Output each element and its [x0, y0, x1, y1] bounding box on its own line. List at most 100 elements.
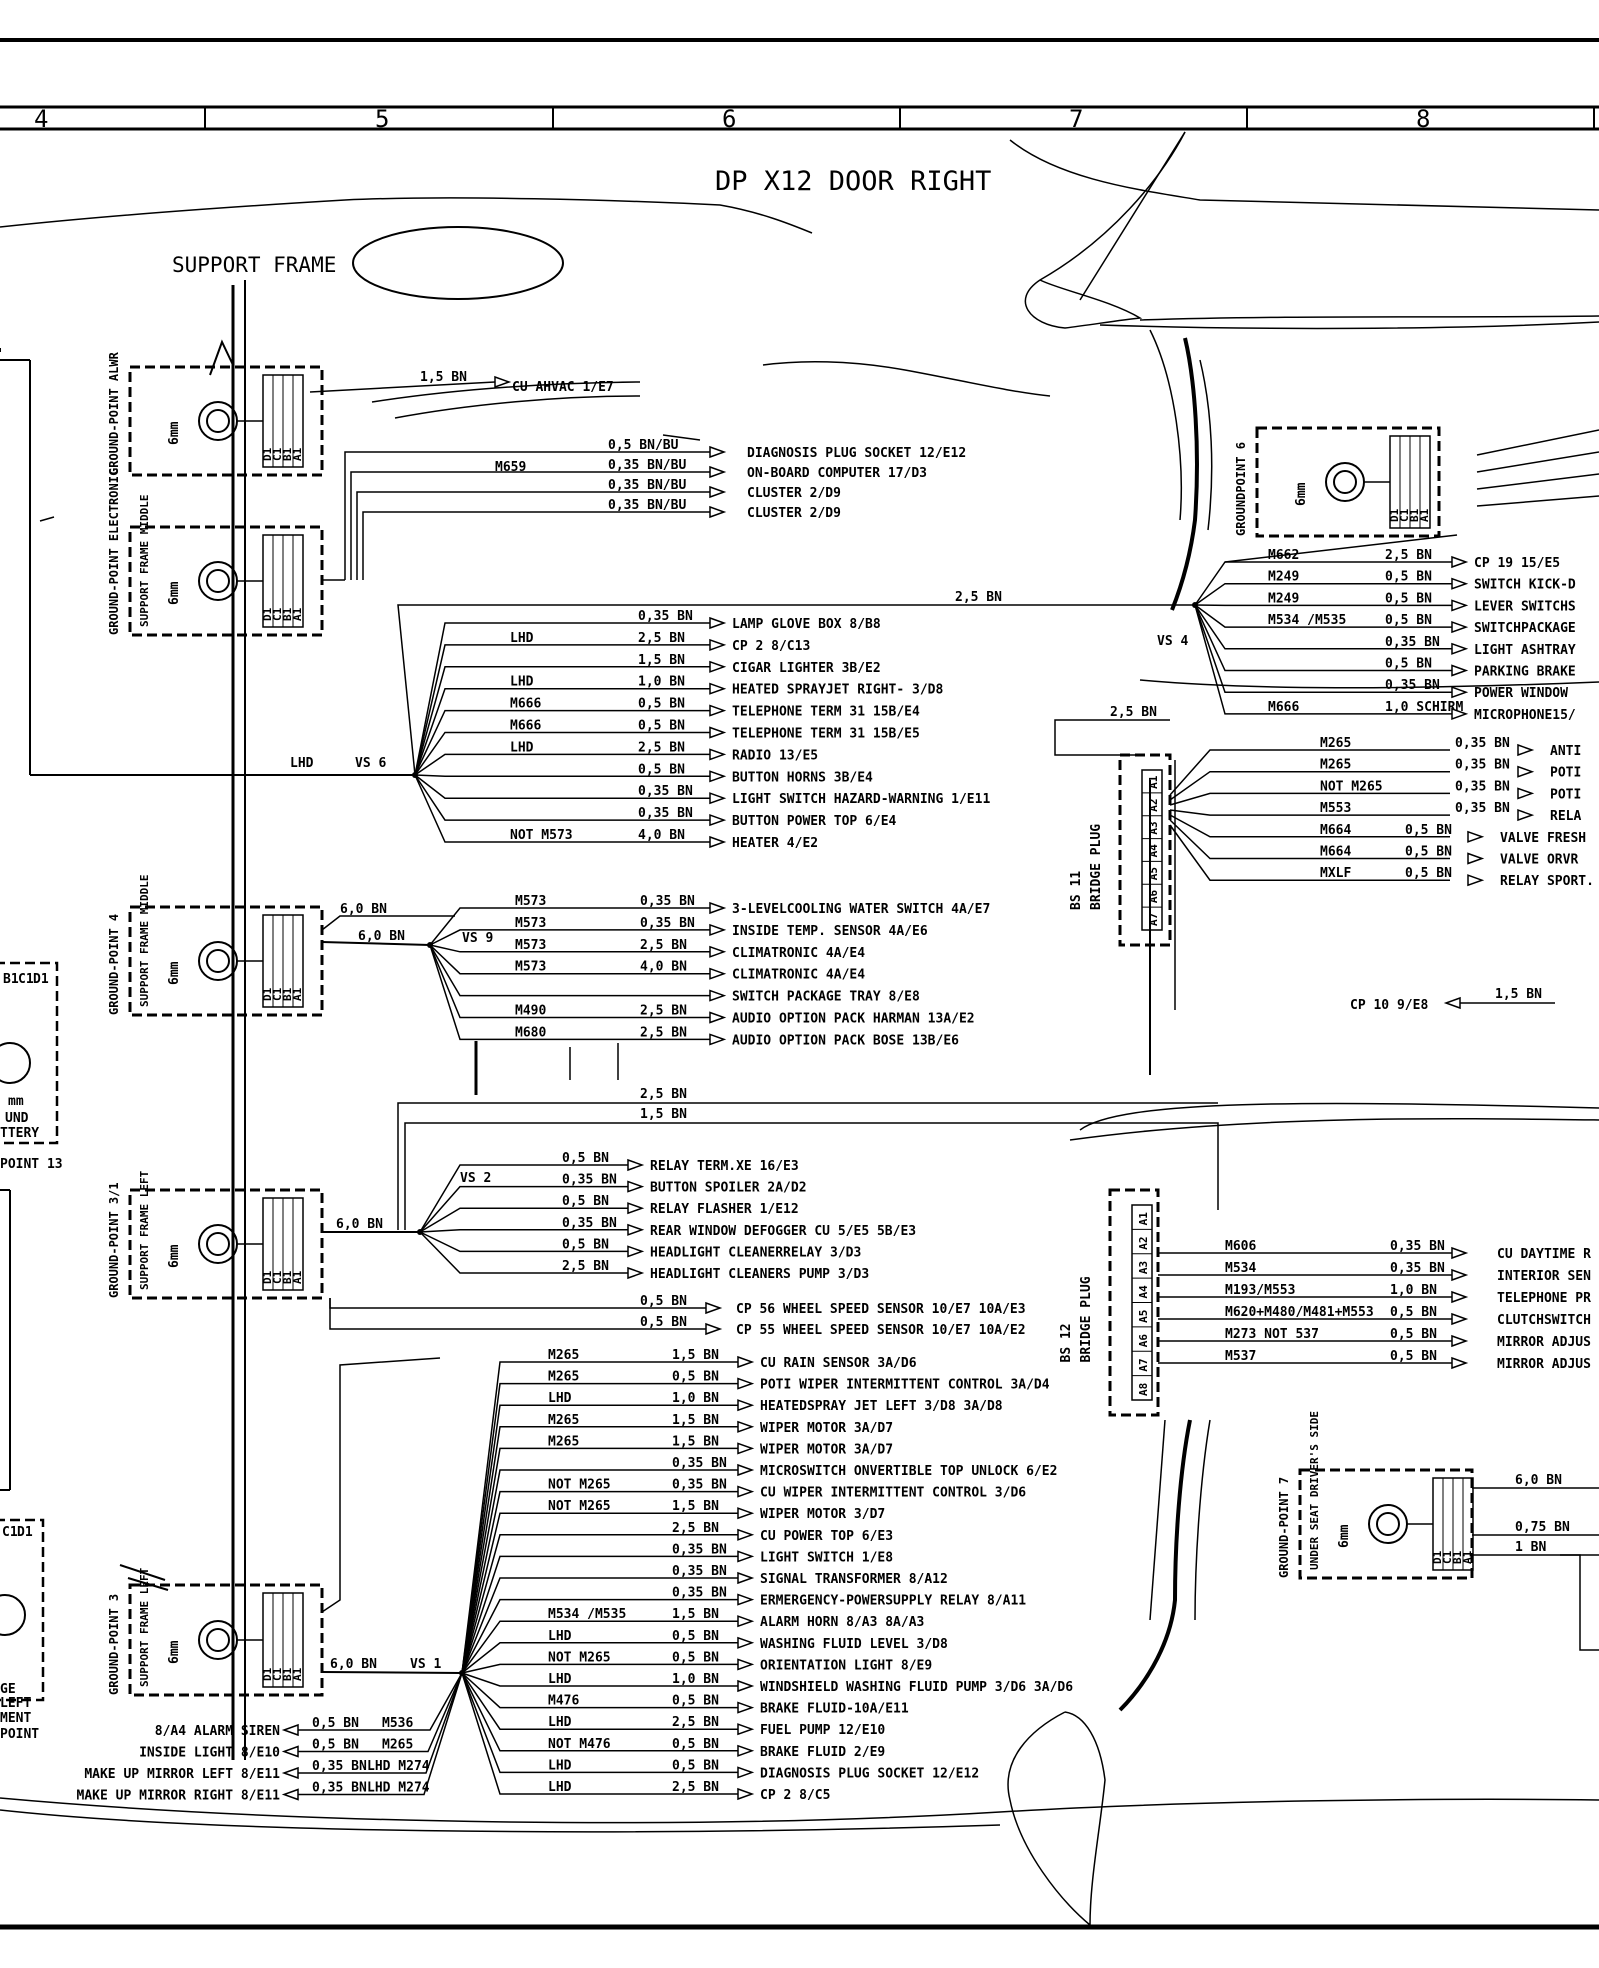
- pin-label: B1: [281, 607, 294, 621]
- wire: [1054, 719, 1170, 756]
- wire-spec: 0,5 BN: [672, 1737, 719, 1752]
- wire: [362, 511, 710, 580]
- connector-arrow: [1451, 1268, 1469, 1282]
- connector-arrow: [737, 1355, 755, 1369]
- connector-arrow: [1451, 621, 1469, 634]
- pin-label: B1: [1408, 508, 1421, 522]
- wire: [1169, 770, 1450, 801]
- pin-label: B1: [281, 987, 294, 1001]
- connector-arrow: [281, 1723, 299, 1737]
- wire-spec: 2,5 BN: [640, 1025, 687, 1040]
- wire-spec: 0,5 BN/BU: [608, 438, 679, 453]
- ruler-number: 7: [1069, 105, 1083, 133]
- cropped-label: TTERY: [0, 1126, 39, 1141]
- pin-label: D1: [261, 447, 274, 461]
- bridge-plug-box: [1108, 1188, 1160, 1417]
- wire-condition: M265: [548, 1413, 579, 1428]
- connector-target: HEATEDSPRAY JET LEFT 3/D8 3A/D8: [760, 1399, 1003, 1414]
- ground-point-box: [128, 525, 324, 637]
- wire-condition: LHD: [548, 1672, 572, 1687]
- wire-spec: 2,5 BN: [638, 740, 685, 755]
- wire: [1169, 749, 1450, 796]
- wire: [344, 451, 710, 580]
- ground-point-label: GROUND-POINT 3/1: [107, 1182, 121, 1298]
- connector-arrow: [1451, 1246, 1469, 1260]
- connector-arrow: [1517, 809, 1535, 822]
- pin-label: C1: [1398, 508, 1411, 522]
- wire-condition: NOT M476: [548, 1737, 611, 1752]
- connector-arrow: [1451, 599, 1469, 612]
- wire: [429, 944, 710, 1019]
- connector-arrow: [1467, 830, 1485, 843]
- connector-target: BUTTON HORNS 3B/E4: [732, 770, 873, 785]
- splice-node: [1192, 602, 1198, 608]
- wire-condition: M666: [1268, 700, 1299, 715]
- ruler-number: 8: [1416, 105, 1430, 133]
- wire-condition: M265: [548, 1434, 579, 1449]
- wire: [414, 774, 710, 799]
- wire-spec: 0,5 BN: [672, 1650, 719, 1665]
- wire-spec: 2,5 BN: [672, 1715, 719, 1730]
- wire-spec: 0,5 BN: [1390, 1305, 1437, 1320]
- wire-spec: 0,35 BN: [672, 1564, 727, 1579]
- connector-arrow: [709, 989, 727, 1002]
- wire: [329, 1298, 706, 1330]
- wire-condition: M249: [1268, 591, 1299, 606]
- cropped-label: POINT: [0, 1727, 39, 1742]
- pin-label: D1: [1431, 1550, 1444, 1564]
- wire: [1194, 582, 1452, 606]
- plug-pin-label: A4: [1137, 1285, 1150, 1299]
- wire-condition: M265: [382, 1738, 413, 1753]
- wire: [1194, 604, 1452, 672]
- bolt-size-label: 6mm: [167, 1244, 182, 1268]
- ground-location-label: UNDER SEAT DRIVER'S SIDE: [1308, 1411, 1321, 1570]
- connector-target: CP 55 WHEEL SPEED SENSOR 10/E7 10A/E2: [736, 1323, 1026, 1338]
- wire: [461, 1672, 738, 1730]
- wire-spec: 0,35 BN: [562, 1216, 617, 1231]
- wire: [414, 687, 710, 776]
- plug-pin-label: A7: [1137, 1358, 1150, 1371]
- wire-spec: 0,5 BN: [1385, 591, 1432, 606]
- connector-target: TELEPHONE PR: [1497, 1291, 1591, 1306]
- connector-target: CIGAR LIGHTER 3B/E2: [732, 661, 881, 676]
- wire-spec: 0,5 BN: [562, 1194, 609, 1209]
- pin-label: A1: [291, 1667, 304, 1681]
- connector-arrow: [709, 660, 727, 673]
- wire-spec: 1,5 BN: [672, 1607, 719, 1622]
- connector-target: RELAY TERM.XE 16/E3: [650, 1159, 799, 1174]
- connector-arrow: [737, 1550, 755, 1563]
- connector-target: RELA: [1550, 809, 1581, 824]
- wire-spec: 0,5 BN: [1385, 657, 1432, 672]
- wire: [1194, 604, 1452, 693]
- bolt-size-label: 6mm: [1337, 1524, 1352, 1548]
- ground-bolt-icon: [1325, 462, 1365, 502]
- plug-name: BS 12: [1059, 1323, 1074, 1362]
- connector-target: CP 56 WHEEL SPEED SENSOR 10/E7 10A/E3: [736, 1302, 1026, 1317]
- plug-pin-label: A6: [1137, 1334, 1150, 1348]
- wire: [419, 1207, 628, 1233]
- wire-spec: 0,35 BN: [312, 1759, 367, 1774]
- connector-arrow: [737, 1636, 755, 1649]
- pin-label: B1: [281, 1270, 294, 1284]
- connector-target: SWITCH KICK-D: [1474, 578, 1576, 593]
- connector-target: CP 10 9/E8: [1350, 998, 1428, 1013]
- wire-spec: 2,5 BN: [672, 1521, 719, 1536]
- wire: [414, 774, 710, 778]
- wire: [419, 1231, 628, 1253]
- wire-spec: 2,5 BN: [1385, 548, 1432, 563]
- connector-target: CLUSTER 2/D9: [747, 506, 841, 521]
- wire-spec: 0,5 BN: [638, 697, 685, 712]
- wire: [321, 1357, 441, 1613]
- wire-spec: 0,35 BN: [1390, 1239, 1445, 1254]
- pin-label: B1: [1451, 1550, 1464, 1564]
- wire-condition: M573: [515, 960, 546, 975]
- ground-bolt-icon: [1368, 1504, 1408, 1544]
- wire-spec: 0,35 BN/BU: [608, 478, 686, 493]
- pin-label: A1: [291, 987, 304, 1001]
- ground-point-box: [128, 1188, 324, 1300]
- connector-target: DIAGNOSIS PLUG SOCKET 12/E12: [747, 446, 966, 461]
- connector-arrow: [709, 726, 727, 739]
- connector-target: LAMP GLOVE BOX 8/B8: [732, 617, 881, 632]
- wire-condition: LHD M274: [367, 1759, 430, 1774]
- wire-spec: 0,35 BN: [638, 784, 693, 799]
